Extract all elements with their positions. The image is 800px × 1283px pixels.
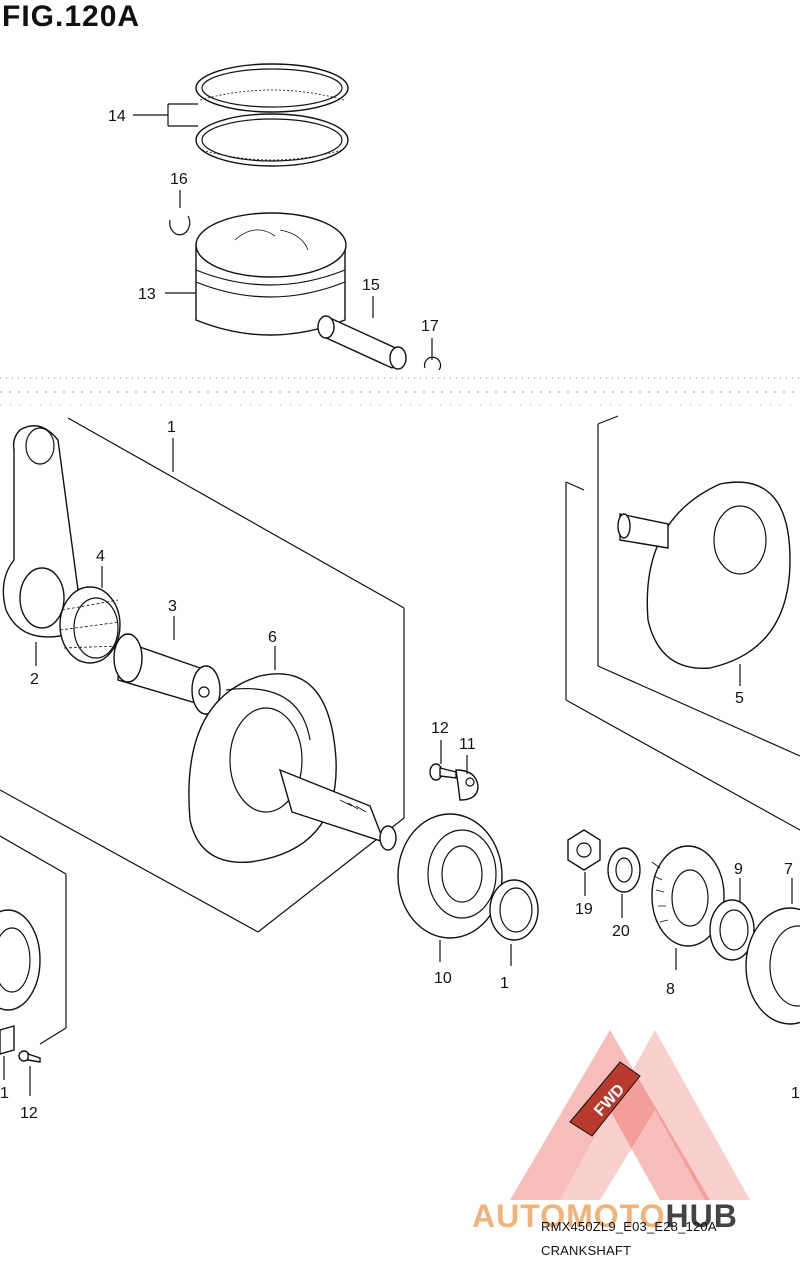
callout-label: 20	[612, 923, 630, 940]
needle-bearing	[59, 586, 121, 664]
callout-label: 13	[138, 286, 156, 303]
connecting-rod	[2, 425, 83, 638]
callout-label: 16	[170, 171, 188, 188]
bolt-and-washer	[429, 763, 479, 801]
callout-label: 8	[666, 981, 675, 998]
callout-label: 11	[459, 736, 476, 753]
figure-caption: CRANKSHAFT	[541, 1243, 632, 1258]
crank-half-right	[617, 481, 791, 669]
oil-seal	[489, 879, 539, 941]
callout-label: 17	[421, 318, 439, 335]
washer-left	[0, 1025, 41, 1063]
callout-label: 3	[168, 598, 177, 615]
main-bearing-left	[0, 909, 41, 1011]
callout-label: 1	[500, 975, 509, 992]
callout-label: 7	[784, 861, 793, 878]
callout-label: 9	[734, 861, 743, 878]
callout-label: 5	[735, 690, 744, 707]
model-code: RMX450ZL9_E03_E28_120A	[541, 1219, 717, 1234]
crank-nut	[567, 829, 601, 871]
circlip-17	[423, 356, 442, 371]
piston-rings	[195, 63, 349, 167]
callout-label: 15	[362, 277, 380, 294]
callout-label: 12	[431, 720, 449, 737]
crank-left-lower-frame	[0, 835, 67, 1045]
circlip-16	[169, 215, 191, 236]
scan-noise	[0, 377, 800, 406]
callout-label: 12	[20, 1105, 38, 1122]
callout-label: 1	[167, 419, 176, 436]
figure-title: FIG.120A	[2, 0, 141, 33]
piston-pin	[317, 315, 407, 370]
main-bearing	[397, 813, 503, 939]
callout-label: 4	[96, 548, 105, 565]
callout-label: 14	[108, 108, 126, 125]
callout-label: 2	[30, 671, 39, 688]
callout-label: 1	[791, 1085, 800, 1102]
piston	[195, 212, 347, 336]
callout-label: 10	[434, 970, 452, 987]
callout-14: 14	[108, 103, 198, 127]
watermark-logo: FWD	[510, 1030, 750, 1200]
watermark-text: AUTOMOTOHUB	[472, 1198, 738, 1234]
primary-gear	[651, 845, 725, 947]
crank-right-frame	[565, 415, 800, 831]
lock-washer	[607, 847, 641, 893]
oil-seal-right	[709, 899, 755, 961]
callout-label: 6	[268, 629, 277, 646]
main-bearing-right	[745, 907, 800, 1025]
callout-label: 1	[0, 1085, 9, 1102]
callout-label: 19	[575, 901, 593, 918]
crank-pin	[113, 633, 221, 715]
crank-half	[188, 673, 397, 863]
